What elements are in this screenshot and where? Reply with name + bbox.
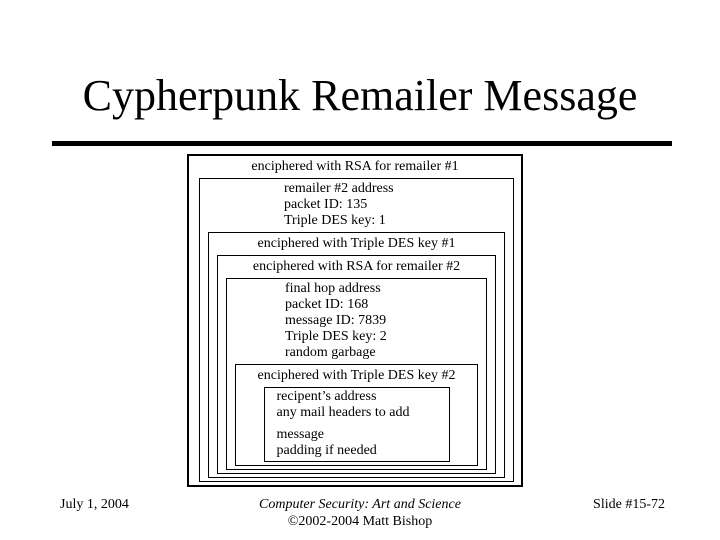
layer-rsa-remailer2-body: final hop address packet ID: 168 message… bbox=[226, 278, 487, 470]
field-message-id-7839: message ID: 7839 bbox=[285, 313, 387, 328]
layer-triple-des-key1: enciphered with Triple DES key #1 enciph… bbox=[208, 232, 505, 478]
footer-date: July 1, 2004 bbox=[60, 497, 129, 512]
field-packet-id-168: packet ID: 168 bbox=[285, 297, 369, 312]
slide-title: Cypherpunk Remailer Message bbox=[82, 71, 638, 120]
remailer-message-diagram: enciphered with RSA for remailer #1 rema… bbox=[187, 154, 523, 487]
field-random-garbage: random garbage bbox=[285, 345, 376, 360]
layer-rsa-remailer1-body: remailer #2 address packet ID: 135 Tripl… bbox=[199, 178, 514, 482]
footer-attribution: Computer Security: Art and Science ©2002… bbox=[0, 496, 720, 530]
field-triple-des-key-1: Triple DES key: 1 bbox=[284, 213, 386, 228]
slide-footer: July 1, 2004 Computer Security: Art and … bbox=[0, 496, 720, 530]
footer-slide-number: Slide #15-72 bbox=[593, 497, 665, 512]
innermost-message-box: recipent’s address any mail headers to a… bbox=[263, 387, 450, 462]
footer-book-title: Computer Security: Art and Science bbox=[259, 497, 461, 512]
layer-rsa-remailer1: enciphered with RSA for remailer #1 rema… bbox=[187, 154, 523, 487]
field-message: message bbox=[276, 427, 324, 442]
field-triple-des-key-2: Triple DES key: 2 bbox=[285, 329, 387, 344]
layer-rsa-remailer2: enciphered with RSA for remailer #2 fina… bbox=[217, 255, 496, 474]
field-packet-id-135: packet ID: 135 bbox=[284, 197, 368, 212]
layer-rsa-remailer2-label: enciphered with RSA for remailer #2 bbox=[252, 259, 461, 274]
remailer1-field-list: remailer #2 address packet ID: 135 Tripl… bbox=[200, 179, 513, 232]
footer-copyright: ©2002-2004 Matt Bishop bbox=[287, 514, 433, 529]
message-field-list: recipent’s address any mail headers to a… bbox=[265, 388, 449, 461]
field-final-hop-address: final hop address bbox=[285, 281, 381, 296]
layer-triple-des-key2: enciphered with Triple DES key #2 recipe… bbox=[235, 364, 478, 466]
layer-triple-des-key1-label: enciphered with Triple DES key #1 bbox=[257, 236, 456, 251]
layer-rsa-remailer1-label: enciphered with RSA for remailer #1 bbox=[251, 159, 459, 174]
layer-triple-des-key2-label: enciphered with Triple DES key #2 bbox=[257, 368, 456, 383]
remailer2-field-list: final hop address packet ID: 168 message… bbox=[227, 279, 486, 364]
field-mail-headers: any mail headers to add bbox=[276, 405, 410, 420]
field-remailer2-address: remailer #2 address bbox=[284, 181, 394, 196]
field-padding: padding if needed bbox=[276, 443, 377, 458]
title-divider-rule bbox=[52, 141, 672, 146]
field-recipient-address: recipent’s address bbox=[276, 389, 377, 404]
